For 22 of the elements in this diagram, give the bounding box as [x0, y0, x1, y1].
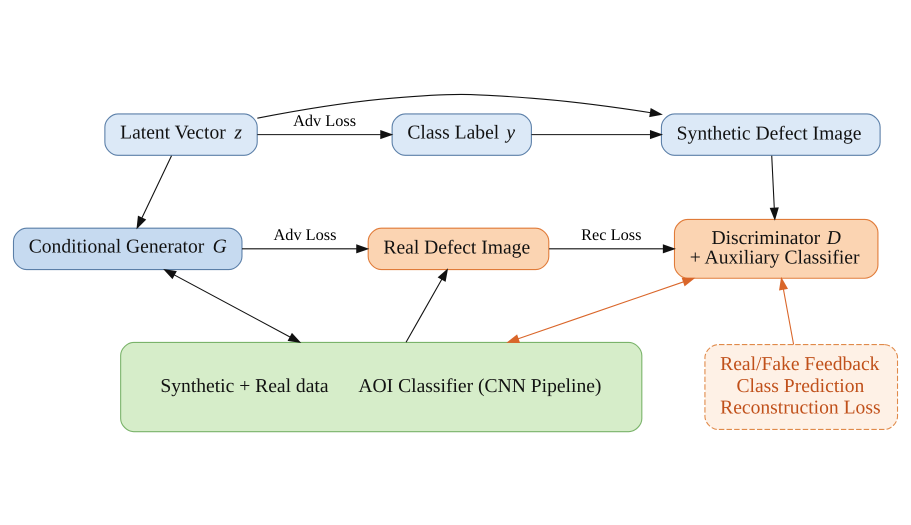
edge-label: Rec Loss	[581, 224, 642, 244]
edge-label: Adv Loss	[274, 224, 337, 244]
arrow	[531, 130, 664, 139]
node-box: Latent Vector z	[104, 112, 258, 156]
arrow	[163, 268, 302, 343]
arrow	[770, 155, 779, 220]
arrow	[549, 244, 676, 253]
arrow	[779, 276, 794, 344]
node-box: Synthetic + Real data AOI Classifier (CNN Pipeline)	[120, 341, 642, 432]
node-box: Synthetic Defect Image	[660, 112, 881, 156]
node-box: Class Label y	[392, 112, 532, 156]
arrow	[506, 277, 696, 342]
node-box: Real/Fake Feedback Class Prediction Reconstruction Loss	[704, 344, 898, 430]
node-box: Conditional Generator G	[12, 227, 243, 270]
node-box: Real Defect Image	[368, 227, 550, 270]
arrow	[242, 244, 370, 253]
arrow	[257, 93, 663, 118]
node-box: Discriminator D + Auxiliary Classifier	[674, 218, 878, 278]
arrow	[257, 130, 394, 139]
arrow	[406, 268, 448, 342]
edge-label: Adv Loss	[293, 110, 356, 130]
arrow	[136, 155, 172, 229]
